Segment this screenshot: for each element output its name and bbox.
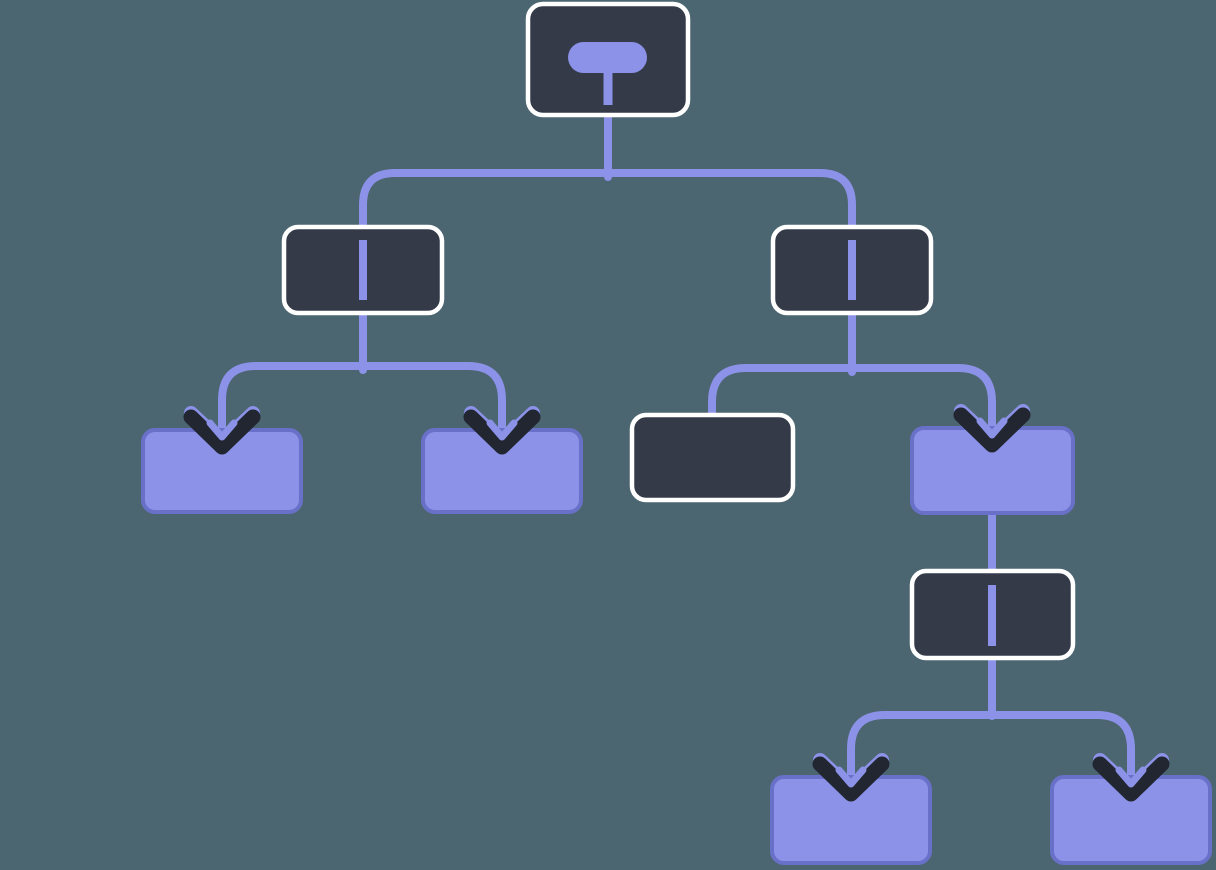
- connector-edge-bar-left-sub: [218, 362, 506, 432]
- connector-edge-bar-right-sub: [708, 364, 996, 430]
- arrowhead-front-chevron-node-purple-3: [953, 407, 1031, 453]
- arrowhead-tip-chevron-node-purple-3: [976, 417, 1008, 439]
- arrowhead-front-chevron-leaf-purple-1: [183, 409, 261, 455]
- root-pill-shape: [568, 42, 647, 73]
- arrowhead-front-chevron-leaf-purple-2: [463, 409, 541, 455]
- arrowhead-tip-chevron-leaf-purple-4: [835, 766, 867, 788]
- flow-node-leaf-purple-1[interactable]: [141, 428, 303, 514]
- flow-node-leaf-purple-4[interactable]: [770, 775, 932, 865]
- connector-lines-layer: [218, 112, 1135, 779]
- flow-node-leaf-dark[interactable]: [629, 412, 796, 503]
- arrowheads-layer: [183, 404, 1170, 802]
- nodes-layer: [141, 1, 1212, 865]
- arrowhead-front-chevron-leaf-purple-4: [812, 756, 890, 802]
- connector-edge-bar-level-1: [359, 169, 856, 232]
- node-decorations-layer: [359, 42, 996, 646]
- flow-node-leaf-purple-2[interactable]: [421, 428, 583, 514]
- arrowhead-tip-chevron-leaf-purple-1: [206, 419, 238, 441]
- arrowhead-tip-chevron-leaf-purple-2: [486, 419, 518, 441]
- flow-node-node-purple-3[interactable]: [910, 426, 1075, 515]
- arrowhead-tip-chevron-leaf-purple-5: [1115, 766, 1147, 788]
- flow-node-leaf-purple-5[interactable]: [1050, 775, 1212, 865]
- connector-edge-bar-bottom-sub: [847, 711, 1135, 779]
- arrowhead-front-chevron-leaf-purple-5: [1092, 756, 1170, 802]
